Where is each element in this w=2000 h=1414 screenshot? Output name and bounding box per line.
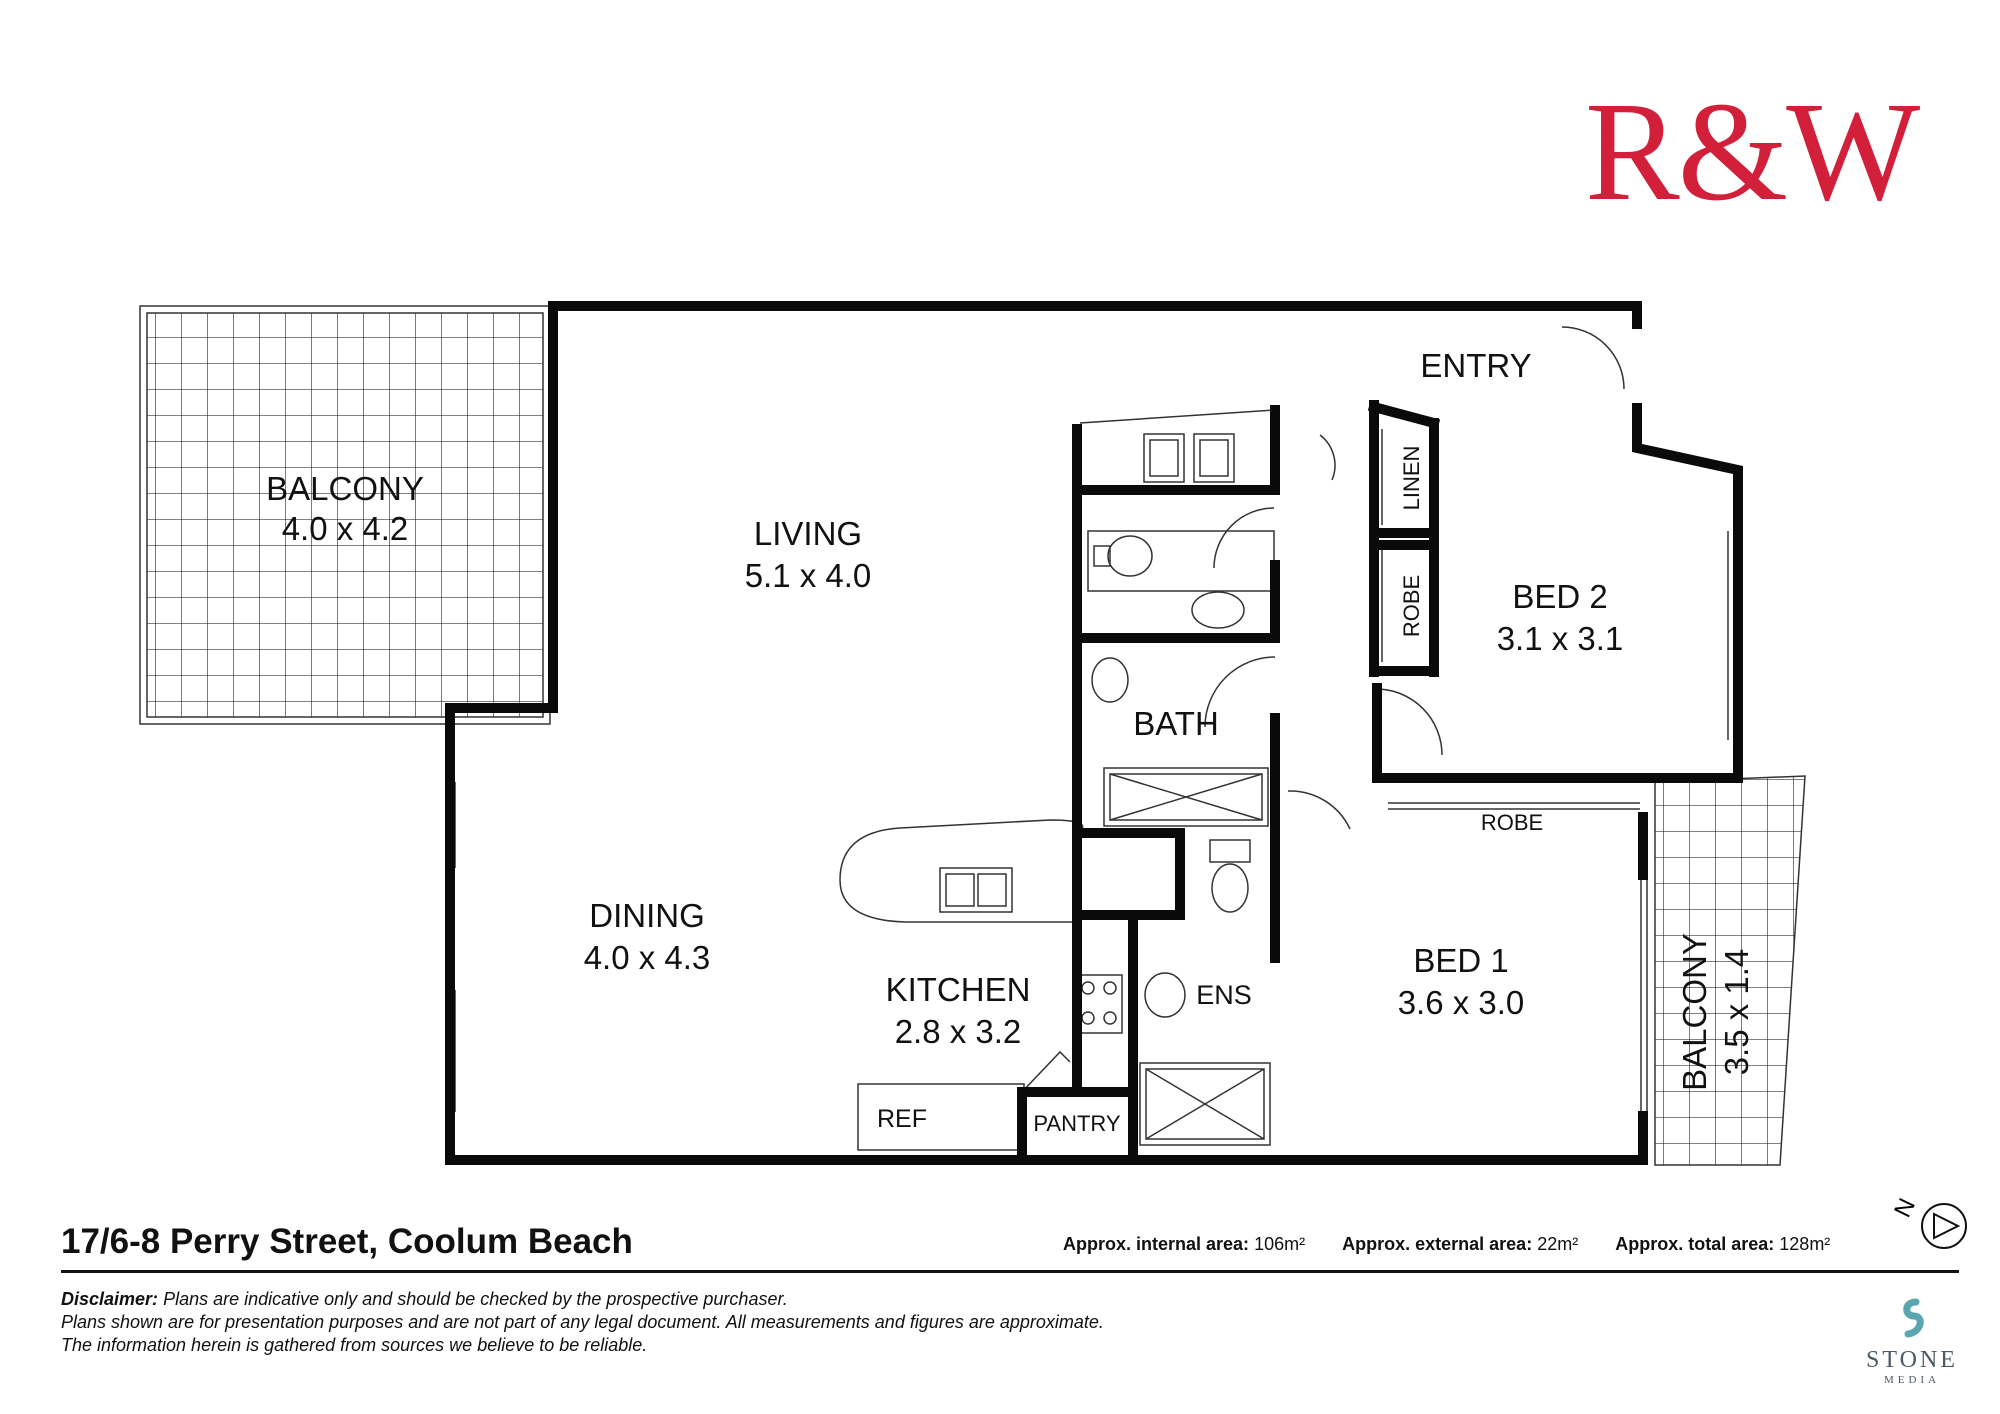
brand-logo: R&W xyxy=(1585,72,1920,230)
balcony-main-label: BALCONY xyxy=(266,470,424,507)
internal-area-value: 106m² xyxy=(1254,1234,1306,1254)
disclaimer: Disclaimer: Plans are indicative only an… xyxy=(61,1288,1104,1357)
disclaimer-line: Plans shown are for presentation purpose… xyxy=(61,1312,1104,1332)
stone-media-mark-icon xyxy=(1903,1298,1924,1338)
bed2-label: BED 2 xyxy=(1512,578,1607,615)
bed2-dims: 3.1 x 3.1 xyxy=(1497,620,1624,657)
compass-north-label: N xyxy=(1889,1194,1921,1221)
compass-icon xyxy=(1921,1203,1967,1249)
dining-label: DINING xyxy=(589,897,705,934)
total-area: Approx. total area: 128m² xyxy=(1615,1234,1830,1255)
ref-label: REF xyxy=(877,1105,927,1133)
total-area-value: 128m² xyxy=(1779,1234,1831,1254)
balcony-main-dims: 4.0 x 4.2 xyxy=(282,510,409,547)
living-dims: 5.1 x 4.0 xyxy=(745,557,872,594)
dining-dims: 4.0 x 4.3 xyxy=(584,939,711,976)
external-area-label: Approx. external area: xyxy=(1342,1234,1533,1254)
living-label: LIVING xyxy=(754,515,862,552)
disclaimer-label: Disclaimer: xyxy=(61,1289,159,1309)
bed1-dims: 3.6 x 3.0 xyxy=(1398,984,1525,1021)
fixtures xyxy=(448,326,1735,1151)
internal-area-label: Approx. internal area: xyxy=(1063,1234,1250,1254)
external-area: Approx. external area: 22m² xyxy=(1342,1234,1578,1255)
kitchen-dims: 2.8 x 3.2 xyxy=(895,1013,1022,1050)
footer-divider xyxy=(61,1270,1959,1273)
total-area-label: Approx. total area: xyxy=(1615,1234,1775,1254)
property-address: 17/6-8 Perry Street, Coolum Beach xyxy=(61,1222,633,1261)
area-summary: Approx. internal area: 106m² Approx. ext… xyxy=(1063,1234,1862,1255)
balcony-small-dims: 3.5 x 1.4 xyxy=(1718,949,1755,1076)
balcony-small-area xyxy=(1654,775,1806,1166)
robe-bed1-label: ROBE xyxy=(1481,810,1543,835)
balcony-small-label: BALCONY xyxy=(1676,933,1713,1091)
stone-media-sub: MEDIA xyxy=(1883,1374,1941,1386)
disclaimer-line: The information herein is gathered from … xyxy=(61,1335,648,1355)
linen-label: LINEN xyxy=(1399,446,1424,511)
disclaimer-line: Plans are indicative only and should be … xyxy=(163,1289,788,1309)
bed1-label: BED 1 xyxy=(1413,942,1508,979)
stone-media-name: STONE xyxy=(1866,1347,1958,1373)
stone-media-logo: STONE MEDIA xyxy=(1862,1298,1962,1386)
robe-bed2-label: ROBE xyxy=(1399,575,1424,637)
balcony-main-area xyxy=(139,305,551,725)
pantry-label: PANTRY xyxy=(1033,1111,1121,1136)
entry-label: ENTRY xyxy=(1420,347,1531,384)
internal-area: Approx. internal area: 106m² xyxy=(1063,1234,1305,1255)
bath-label: BATH xyxy=(1133,705,1219,742)
walls xyxy=(445,301,1743,1165)
ens-label: ENS xyxy=(1196,980,1252,1010)
kitchen-label: KITCHEN xyxy=(886,971,1031,1008)
external-area-value: 22m² xyxy=(1537,1234,1579,1254)
